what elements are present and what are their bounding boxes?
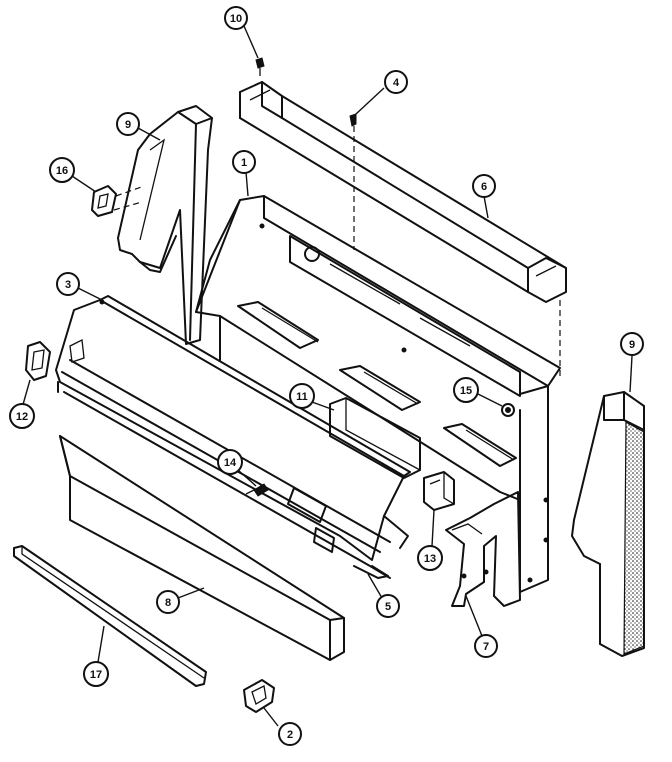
part-16-clip xyxy=(91,185,145,217)
callout-label: 10 xyxy=(230,13,242,25)
callout-label: 12 xyxy=(16,411,28,423)
callout-15: 15 xyxy=(453,377,503,407)
callout-17: 17 xyxy=(83,625,109,687)
part-4-screw xyxy=(349,113,357,250)
callout-label: 4 xyxy=(393,77,400,89)
part-8-trim-plate xyxy=(59,435,345,661)
callout-label: 15 xyxy=(460,385,472,397)
callout-label: 6 xyxy=(481,181,487,193)
callout-label: 8 xyxy=(165,597,171,609)
part-10-screw xyxy=(255,57,265,76)
callout-label: 16 xyxy=(56,165,68,177)
callout-label: 5 xyxy=(385,601,391,613)
callout-label: 13 xyxy=(424,553,436,565)
callout-label: 2 xyxy=(287,729,293,741)
callout-9-right: 9 xyxy=(620,332,644,393)
callout-14: 14 xyxy=(217,449,257,487)
callout-12: 12 xyxy=(9,379,35,429)
part-12-bracket xyxy=(25,341,51,381)
callout-9-left: 9 xyxy=(116,112,161,141)
callout-2: 2 xyxy=(263,707,302,746)
callout-label: 3 xyxy=(65,279,71,291)
part-17-trim-strip xyxy=(13,545,207,687)
part-13-switch xyxy=(423,471,455,511)
part-3-control-panel xyxy=(55,295,411,579)
part-2-clip xyxy=(243,679,275,713)
part-1-main-panel xyxy=(195,195,561,593)
part-5-bracket xyxy=(353,565,389,579)
callout-label: 1 xyxy=(241,157,247,169)
callout-label: 11 xyxy=(296,391,308,403)
callout-4: 4 xyxy=(355,70,408,115)
callout-7: 7 xyxy=(465,595,498,658)
part-7-bracket xyxy=(445,491,521,607)
callout-11: 11 xyxy=(289,383,335,411)
callout-label: 9 xyxy=(629,339,635,351)
callout-8: 8 xyxy=(156,587,205,614)
callout-10: 10 xyxy=(224,6,259,59)
part-15-grommet xyxy=(501,403,515,417)
callout-label: 17 xyxy=(90,669,102,681)
part-9-right-end-cap xyxy=(571,391,645,657)
callout-6: 6 xyxy=(472,174,496,219)
callout-13: 13 xyxy=(417,509,443,571)
callout-label: 7 xyxy=(483,641,489,653)
callout-label: 9 xyxy=(125,119,131,131)
callout-label: 14 xyxy=(224,457,237,469)
part-14-screw xyxy=(245,483,269,497)
part-6-top-bracket xyxy=(239,81,567,303)
callout-1: 1 xyxy=(232,150,256,197)
part-11-harness xyxy=(329,397,421,479)
callout-5: 5 xyxy=(367,573,400,618)
callout-16: 16 xyxy=(49,157,97,193)
callout-3: 3 xyxy=(56,272,103,301)
part-9-left-end-cap xyxy=(117,105,213,345)
